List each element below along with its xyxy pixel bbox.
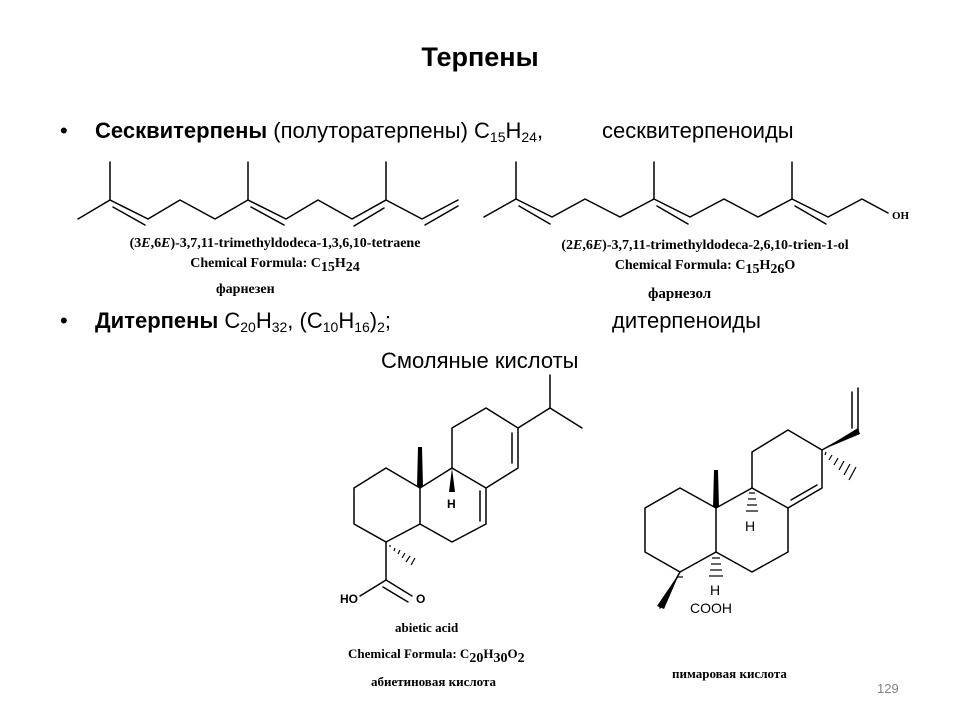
iupac-part: (3: [129, 236, 142, 251]
farnesol-name: фарнезол: [648, 286, 712, 302]
abietic-formula: Chemical Formula: C20H30O2: [348, 646, 525, 666]
formula-subscript: 2: [377, 319, 385, 335]
abietic-o-label: O: [416, 592, 426, 606]
formula-part: ,: [536, 118, 544, 143]
farnesol-iupac-name: (2E,6E)-3,7,11-trimethyldodeca-2,6,10-tr…: [490, 238, 920, 254]
bullet-dot: •: [60, 118, 68, 143]
formula-subscript: 15: [745, 262, 760, 277]
formula-subscript: 16: [354, 319, 370, 335]
formula-part: H: [483, 646, 494, 661]
formula-subscript: 26: [770, 262, 785, 277]
formula-part: O: [784, 258, 796, 273]
diterpenoids-label: дитерпеноиды: [612, 308, 761, 333]
formula-part: Chemical Formula: C: [348, 646, 470, 661]
iupac-part: )-3,7,11-trimethyldodeca-1,3,6,10-tetrae…: [170, 236, 421, 251]
resin-acids-label: Смоляные кислоты: [381, 348, 579, 373]
farnesene-name: фарнезен: [216, 282, 275, 297]
formula-subscript: 2: [517, 651, 525, 666]
abietic-ho-label: HO: [340, 592, 358, 606]
formula-part: Н: [338, 308, 355, 333]
pimaric-cooh-label: COOH: [690, 600, 732, 616]
formula-subscript: 20: [469, 651, 484, 666]
formula-part: ): [369, 308, 378, 333]
abietic-name-ru: абиетиновая кислота: [371, 674, 497, 689]
abietic-h-label: H: [447, 497, 456, 511]
iupac-stereo: E: [572, 238, 583, 253]
farnesol-oh-label: OH: [892, 210, 910, 222]
pimaric-name-ru: пимаровая кислота: [672, 666, 787, 681]
page-number: 129: [877, 681, 899, 696]
formula-part: С: [218, 308, 241, 333]
formula-subscript: 10: [322, 319, 339, 335]
formula-part: O: [507, 646, 518, 661]
formula-part: Chemical Formula: C: [190, 256, 321, 271]
formula-part: Н: [505, 118, 522, 143]
formula-part: H: [759, 258, 771, 273]
formula-subscript: 32: [271, 319, 288, 335]
formula-subscript: 15: [320, 260, 335, 275]
sesquiterpenoids-label: сесквитерпеноиды: [602, 118, 794, 143]
formula-subscript: 20: [240, 319, 256, 335]
sesquiterpenes-line: Сесквитерпены (полуторатерпены) С15Н24,: [95, 118, 543, 144]
formula-subscript: 24: [521, 129, 537, 145]
bullet-dot: •: [60, 308, 68, 333]
formula-part: , (С: [287, 308, 323, 333]
formula-subscript: 15: [489, 129, 506, 145]
iupac-part: ,6: [150, 236, 162, 251]
pimaric-h2-label: H: [710, 582, 721, 598]
formula-part: H: [334, 256, 346, 271]
farnesene-formula: Chemical Formula: C15H24: [60, 256, 490, 275]
formula-part: Н: [255, 308, 272, 333]
sesquiterpenes-desc: (полуторатерпены) С: [267, 118, 490, 143]
iupac-stereo: E: [592, 238, 603, 253]
iupac-part: ,6: [582, 238, 593, 253]
iupac-part: )-3,7,11-trimethyldodeca-2,6,10-trien-1-…: [602, 238, 849, 253]
slide-title: Терпены: [421, 42, 539, 72]
pimaric-h-label: H: [745, 518, 756, 534]
iupac-part: (2: [561, 238, 573, 253]
formula-subscript: 30: [493, 651, 508, 666]
iupac-stereo: E: [161, 236, 171, 251]
sesquiterpenes-term: Сесквитерпены: [95, 118, 268, 143]
farnesol-formula: Chemical Formula: C15H26O: [490, 258, 920, 277]
farnesene-iupac-name: (3E,6E)-3,7,11-trimethyldodeca-1,3,6,10-…: [60, 236, 490, 252]
abietic-name: abietic acid: [395, 620, 459, 635]
formula-part: ;: [384, 308, 392, 333]
formula-part: Chemical Formula: C: [614, 258, 746, 273]
diterpenes-term: Дитерпены: [95, 308, 219, 333]
diterpenes-line: Дитерпены С20Н32, (С10Н16)2;: [95, 308, 391, 334]
iupac-stereo: E: [141, 236, 151, 251]
formula-subscript: 24: [345, 260, 360, 275]
